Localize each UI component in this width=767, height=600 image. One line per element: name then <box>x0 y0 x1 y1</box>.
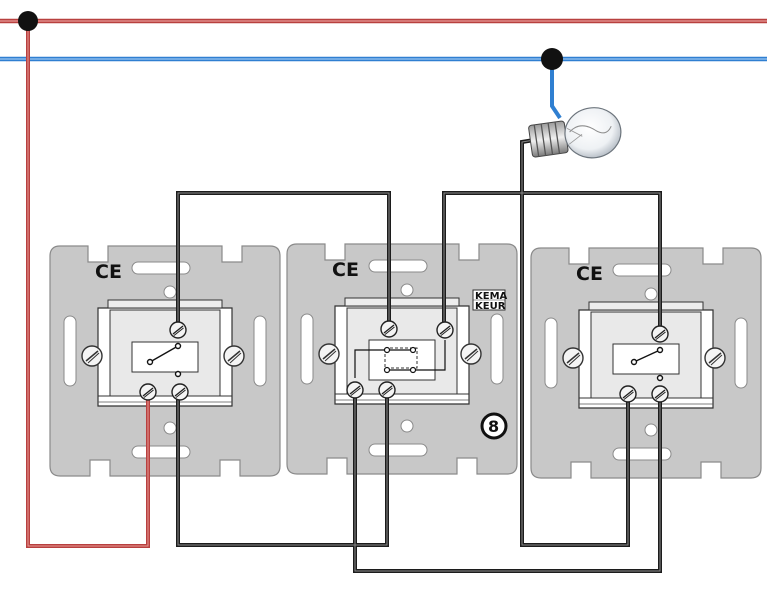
switch-right-ce-mark: CE <box>576 263 603 285</box>
switch-right-plate: CE <box>531 248 761 478</box>
switch-left-contacts <box>146 342 182 378</box>
keur-label: KEUR <box>475 301 506 312</box>
switch-middle-plate: CE KEMA KEUR 8 <box>287 244 517 474</box>
kema-label: KEMA <box>475 291 508 302</box>
live-junction-dot <box>18 11 38 31</box>
switch-right-contacts <box>630 346 664 382</box>
svg-text:8: 8 <box>488 417 499 436</box>
switch-left-ce-mark: CE <box>95 261 122 283</box>
approval-seal-icon: 8 <box>480 412 508 440</box>
switch-middle-ce-mark: CE <box>332 259 359 281</box>
neutral-junction-dot <box>541 48 563 70</box>
neutral-drop-wire <box>550 59 562 120</box>
light-bulb-icon <box>528 107 622 159</box>
switch-left-plate: CE <box>50 246 280 476</box>
switch-middle-contacts <box>354 340 446 378</box>
kema-keur-mark: KEMA KEUR <box>472 289 508 312</box>
